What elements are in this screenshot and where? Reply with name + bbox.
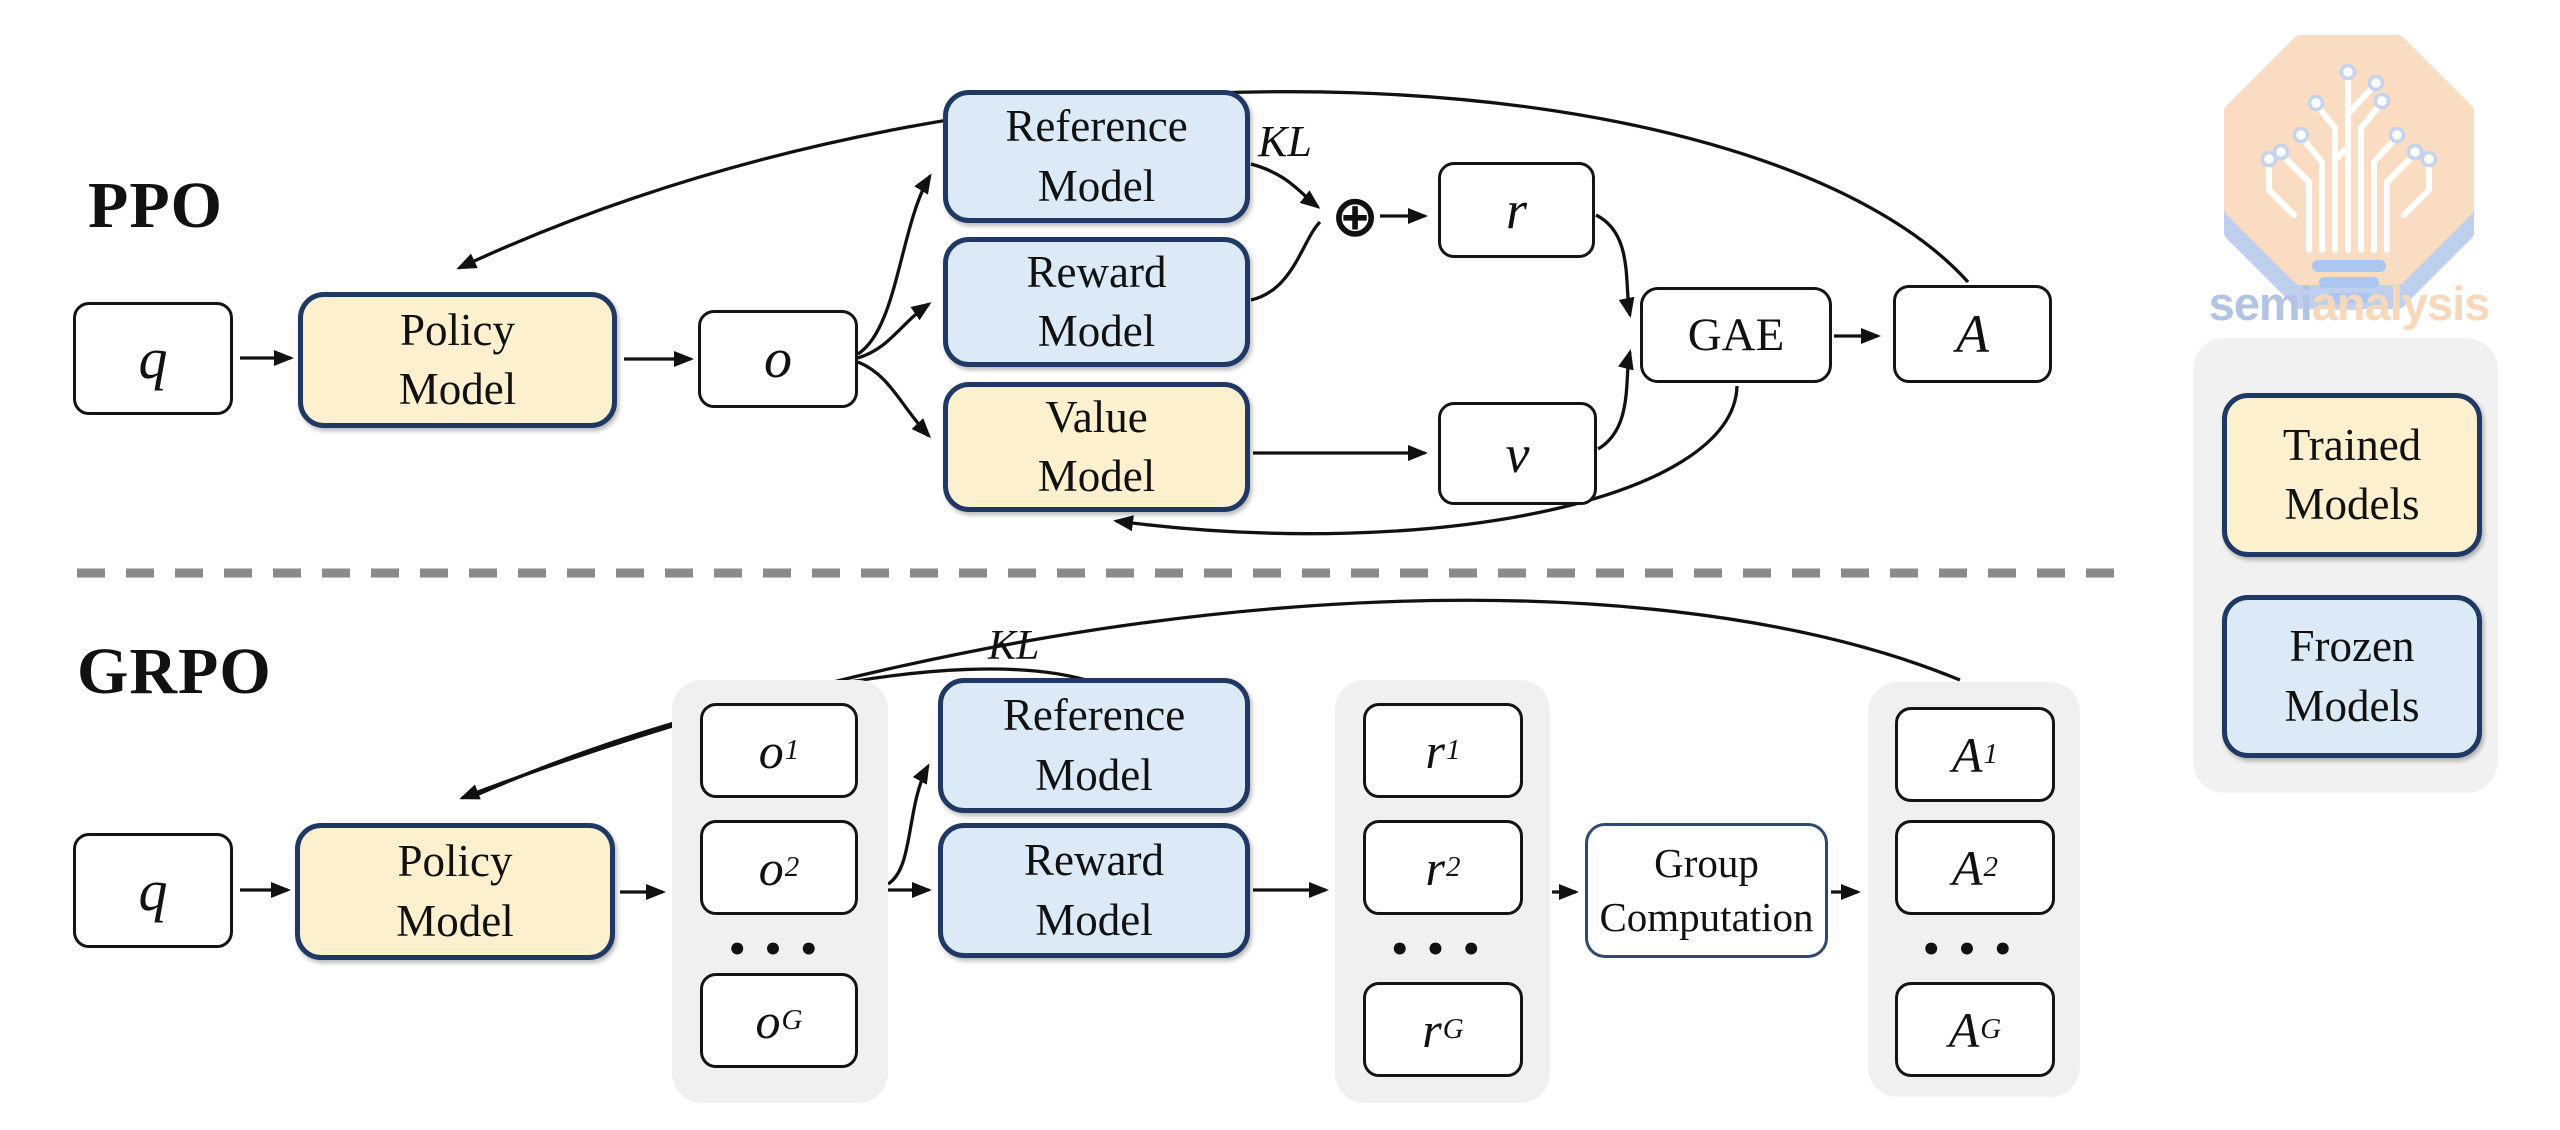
grpo-kl-label: KL [988,623,1040,669]
edge-ppo-reference-to-combine [1250,162,1321,209]
edge-ppo-o-to-reference [857,173,932,356]
grpo-reward-2-sub: 2 [1445,851,1461,883]
grpo-query-node: q [73,833,233,948]
semianalysis-logo-icon [2224,35,2474,310]
circled-plus-icon: ⊕ [1330,182,1380,250]
grpo-reward-model-node: Reward Model [938,823,1250,958]
grpo-output-g-sub: G [781,1004,803,1036]
grpo-output-g-base: o [755,992,781,1049]
grpo-outputs-ellipsis: ••• [726,930,834,970]
ppo-policy-model-node: Policy Model [298,292,617,428]
ppo-query-node: q [73,302,233,415]
grpo-output-1-base: o [758,722,784,779]
edge-ppo-o-to-reward [857,302,932,360]
ppo-reward-value-node: r [1438,162,1595,258]
grpo-reward-1-base: r [1425,722,1445,779]
grpo-advantage-g-sub: G [1980,1013,2002,1045]
grpo-advantage-1-base: A [1951,726,1983,783]
grpo-output-1-sub: 1 [784,734,800,766]
edge-ppo-o-to-value [857,360,932,439]
edge-ppo-gae-to-value-feedback [1113,385,1739,536]
ppo-reference-model-node: Reference Model [943,90,1250,223]
edge-ppo-r-to-gae [1595,213,1635,318]
grpo-advantage-1-sub: 1 [1983,738,1999,770]
grpo-advantage-2-sub: 2 [1983,851,1999,883]
grpo-output-2-sub: 2 [784,851,800,883]
brand-name-analysis: analysis [2311,277,2491,330]
semianalysis-wordmark: semianalysis [2188,276,2510,331]
edge-ppo-v-to-gae [1597,349,1634,451]
ppo-section-label: PPO [88,169,223,242]
grpo-reward-1-sub: 1 [1445,734,1461,766]
ppo-value-model-node: Value Model [943,382,1250,512]
ppo-output-node: o [698,310,858,408]
grpo-reward-g-sub: G [1442,1013,1464,1045]
brand-name-semi: semi [2208,277,2313,330]
ppo-gae-node: GAE [1640,287,1832,383]
grpo-advantages-ellipsis: ••• [1920,930,2028,970]
grpo-reference-model-node: Reference Model [938,678,1250,813]
edge-ppo-a-to-policy-feedback [456,90,1970,284]
ppo-reward-model-node: Reward Model [943,237,1250,367]
edge-ppo-reward-to-combine [1250,220,1322,302]
ppo-v-value-node: v [1438,402,1597,505]
grpo-section-label: GRPO [77,635,272,708]
ppo-advantage-node: A [1893,285,2052,383]
grpo-reward-g-base: r [1422,1001,1442,1058]
ppo-kl-label: KL [1258,117,1312,166]
grpo-advantage-2-base: A [1951,839,1983,896]
legend-trained-models: Trained Models [2222,393,2482,557]
grpo-reward-2-base: r [1425,839,1445,896]
grpo-policy-model-node: Policy Model [295,823,615,960]
legend-frozen-models: Frozen Models [2222,595,2482,758]
grpo-output-2-base: o [758,839,784,896]
grpo-group-computation-node: Group Computation [1585,823,1828,958]
edge-grpo-outputs-to-reference [887,763,930,886]
grpo-rewards-ellipsis: ••• [1388,930,1497,970]
grpo-advantage-g-base: A [1948,1001,1980,1058]
